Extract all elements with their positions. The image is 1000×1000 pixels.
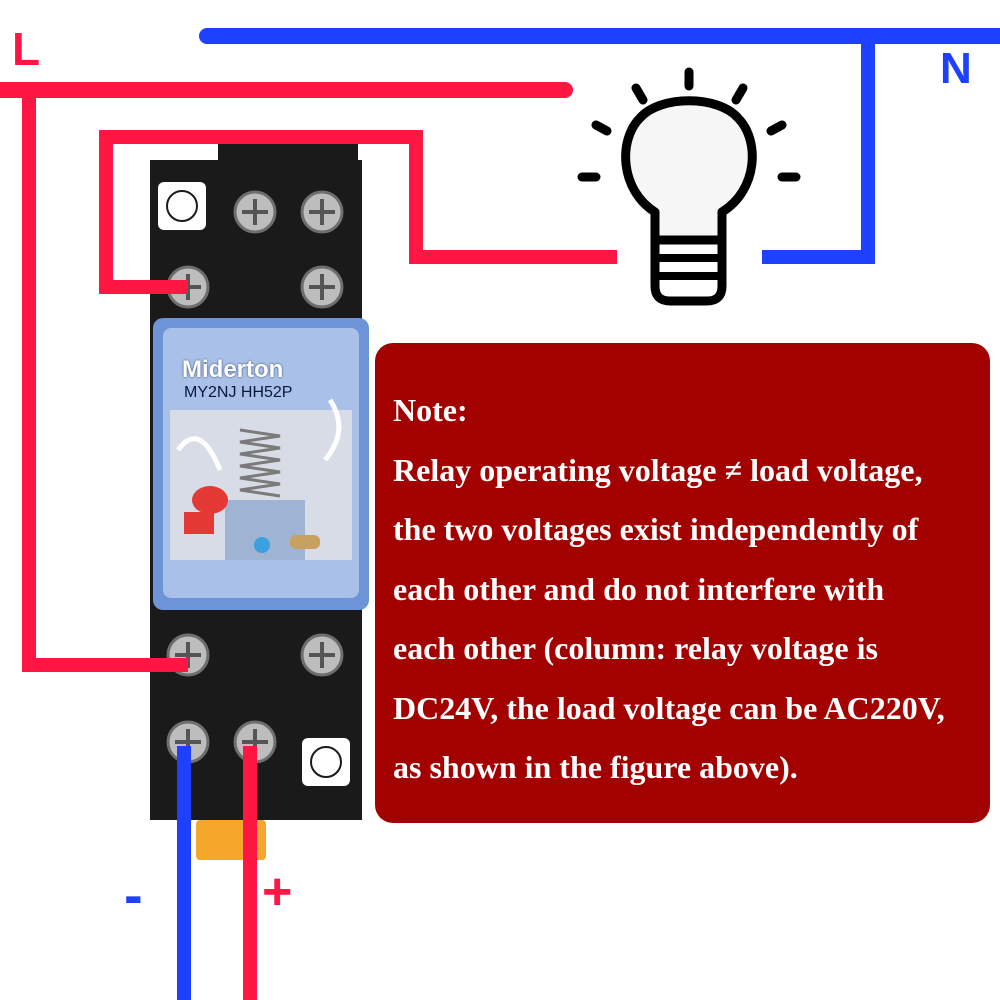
neutral-wire-to-lamp [762,36,875,264]
dc-minus-label: - [124,863,143,926]
note-title: Note: [393,392,468,428]
note-line: each other and do not interfere with [393,570,885,607]
note-line: the two voltages exist independently of [393,511,919,547]
switched-live-wire [99,130,617,294]
live-wire-to-coil-terminal [22,90,188,672]
relay-model: MY2NJ HH52P [184,384,293,401]
live-label: L [12,23,41,75]
note-line: DC24V, the load voltage can be AC220V, [393,689,945,726]
screw-terminal-icon [166,190,344,764]
dc-plus-label: + [262,863,293,921]
note-line: as shown in the figure above). [393,749,798,785]
neutral-label: N [940,44,972,93]
relay-brand: Miderton [182,356,284,383]
note-line: Relay operating voltage ≠ load voltage, [393,451,923,488]
light-bulb-icon [577,67,801,306]
note-box: Note: Relay operating voltage ≠ load vol… [375,343,990,823]
note-line: each other (column: relay voltage is [393,630,878,666]
